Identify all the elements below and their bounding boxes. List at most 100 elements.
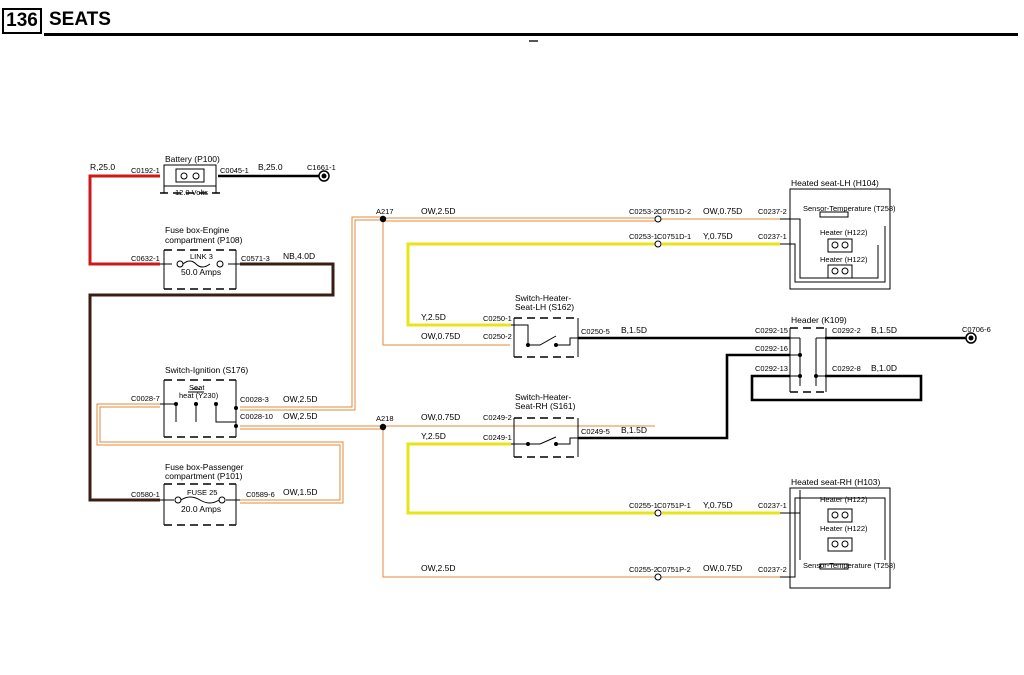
heated-seat-rh <box>780 487 891 589</box>
connector-label: C0292-8 <box>832 364 861 373</box>
page-number: 136 <box>2 8 42 34</box>
connector-label: C0237-2 <box>758 207 787 216</box>
wire-label: B,1.5D <box>621 425 647 435</box>
title-rule <box>44 33 1018 36</box>
heater-4-label: Heater (H122) <box>820 524 868 533</box>
connector-label: C0237-2 <box>758 565 787 574</box>
wire-label: OW,2.5D <box>421 206 455 216</box>
battery-voltage: 12.0 Volts <box>175 188 208 197</box>
splice-a217-label: A217 <box>376 207 394 216</box>
battery-label: Battery (P100) <box>165 154 220 164</box>
connector-label: C0253-1 <box>629 232 658 241</box>
wire-black-rh-out <box>578 353 790 440</box>
switch-ignition-label: Switch-Ignition (S176) <box>165 365 248 375</box>
connector-label: C0028-3 <box>240 395 269 404</box>
fuse-name: FUSE 25 <box>187 488 217 497</box>
wire-label: Y,2.5D <box>421 431 446 441</box>
heated-rh-label: Heated seat-RH (H103) <box>791 477 880 487</box>
connector-label: C0250-2 <box>483 332 512 341</box>
connector-label: C0292-16 <box>755 344 788 353</box>
header-label: Header (K109) <box>791 315 847 325</box>
connector-label: C0751D-2 <box>657 207 691 216</box>
wire-label: OW,0.75D <box>703 206 742 216</box>
wire-label: Y,0.75D <box>703 500 733 510</box>
connector-label: C0751P-1 <box>657 501 691 510</box>
wire-label: OW,2.5D <box>283 394 317 404</box>
connector-label: C0292-2 <box>832 326 861 335</box>
splice-a218-label: A218 <box>376 414 394 423</box>
link-rating: 50.0 Amps <box>181 267 221 277</box>
wire-label: OW,0.75D <box>703 563 742 573</box>
fuse-box-engine <box>160 249 240 290</box>
connector-label: C0250-1 <box>483 314 512 323</box>
wire-label: Y,0.75D <box>703 231 733 241</box>
connector-label: C0589-6 <box>246 490 275 499</box>
heated-seat-lh <box>780 188 891 290</box>
wire-label: B,1.0D <box>871 363 897 373</box>
sw-lh-label-1: Switch-Heater- <box>515 293 571 303</box>
wire-label: OW,0.75D <box>421 412 460 422</box>
connector-label: C0249-1 <box>483 433 512 442</box>
wire-label: B,1.5D <box>871 325 897 335</box>
connector-label: C0292-15 <box>755 326 788 335</box>
heater-2-label: Heater (H122) <box>820 255 868 264</box>
battery <box>160 164 220 194</box>
heater-1-label: Heater (H122) <box>820 228 868 237</box>
page-title: SEATS <box>49 9 111 30</box>
fuse-engine-label-2: compartment (P108) <box>165 235 243 245</box>
splice-a218 <box>379 423 387 431</box>
wire-nb-feed <box>88 262 335 502</box>
wire-label: B,1.5D <box>621 325 647 335</box>
wire-yellow-rh <box>406 442 655 515</box>
wire-black-header-loop <box>750 374 923 402</box>
connector-label: C0237-1 <box>758 501 787 510</box>
wire-label: OW,2.5D <box>283 411 317 421</box>
connector-label: C0706-6 <box>962 325 991 334</box>
connector-label: C0751P-2 <box>657 565 691 574</box>
wire-label: OW,0.75D <box>421 331 460 341</box>
fuse-box-passenger <box>160 483 240 526</box>
connector-label: C0253-2 <box>629 207 658 216</box>
seat-heat-label-2: heat (Y230) <box>179 391 219 400</box>
sensor-rh-label: Sensor-Temperature (T258) <box>803 561 896 570</box>
connector-label: C0237-1 <box>758 232 787 241</box>
link-name: LINK 3 <box>190 252 213 261</box>
connector-label: C0249-5 <box>581 427 610 436</box>
wire-yellow-lh <box>406 242 655 327</box>
heater-3-label: Heater (H122) <box>820 495 868 504</box>
splice-a217 <box>379 215 387 223</box>
connector-label: C0250-5 <box>581 327 610 336</box>
sensor-lh-label: Sensor-Temperature (T258) <box>803 204 896 213</box>
connector-label: C0028-10 <box>240 412 273 421</box>
page-mark <box>529 40 538 42</box>
switch-heater-rh <box>511 417 579 458</box>
connector-label: C0028-7 <box>131 394 160 403</box>
fuse-rating: 20.0 Amps <box>181 504 221 514</box>
connector-label: C0255-1 <box>629 501 658 510</box>
switch-heater-lh <box>511 317 579 358</box>
heated-lh-label: Heated seat-LH (H104) <box>791 178 879 188</box>
connector-label: C0045-1 <box>220 166 249 175</box>
sw-rh-label-2: Seat-RH (S161) <box>515 401 576 411</box>
wire-label: Y,2.5D <box>421 312 446 322</box>
connector-label: C0249-2 <box>483 413 512 422</box>
connector-label: C0255-2 <box>629 565 658 574</box>
wire-label: R,25.0 <box>90 162 115 172</box>
wire-red-feed <box>88 174 160 266</box>
switch-ignition <box>160 379 238 438</box>
fuse-pass-label-2: compartment (P101) <box>165 471 243 481</box>
wire-label: OW,2.5D <box>421 563 455 573</box>
connector-label: C0292-13 <box>755 364 788 373</box>
connector-label: C0751D-1 <box>657 232 691 241</box>
wire-label: B,25.0 <box>258 162 283 172</box>
header-k109 <box>789 327 827 393</box>
seat-heat-label-1: Seat <box>189 383 205 392</box>
sw-rh-label-1: Switch-Heater- <box>515 392 571 402</box>
inline-connectors <box>654 215 662 581</box>
connector-label: C0192-1 <box>131 166 160 175</box>
connector-label: C0571-3 <box>241 254 270 263</box>
wire-label: NB,4.0D <box>283 251 315 261</box>
wire-label: OW,1.5D <box>283 487 317 497</box>
fuse-engine-label-1: Fuse box-Engine <box>165 225 230 235</box>
